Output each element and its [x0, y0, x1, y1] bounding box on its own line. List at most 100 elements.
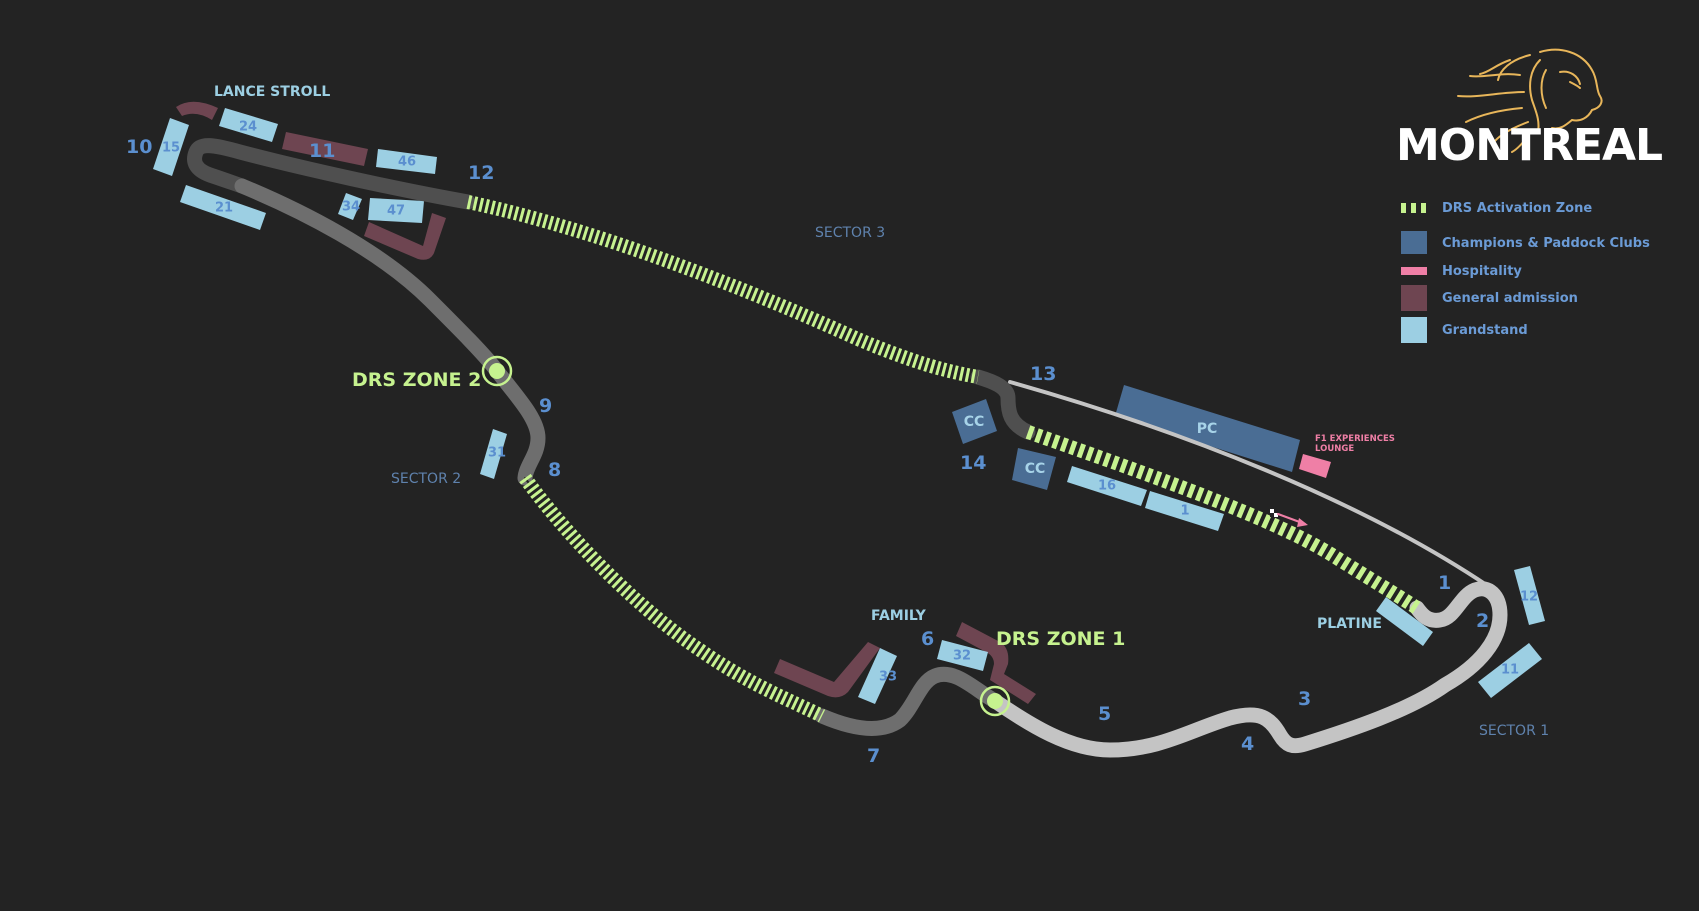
grandstand-15-label: 15 [162, 141, 180, 156]
turn-3: 3 [1298, 688, 1311, 710]
lance-stroll-label: LANCE STROLL [214, 84, 330, 100]
legend: DRS Activation Zone Champions & Paddock … [1401, 201, 1650, 343]
ga-area-drs1[interactable] [956, 622, 1036, 704]
grandstand-46[interactable]: 46 [376, 149, 437, 174]
grandstand-swatch-icon [1401, 317, 1427, 343]
turn-7: 7 [867, 745, 880, 767]
turn-13: 13 [1030, 363, 1056, 385]
drs-zone-t8-t7 [519, 473, 826, 723]
legend-item-general-admission: General admission [1401, 285, 1578, 311]
cc-a-label: CC [964, 414, 985, 430]
ga-area-47[interactable] [364, 213, 446, 260]
drs-zone-back-straight [466, 195, 980, 384]
legend-label-drs: DRS Activation Zone [1442, 201, 1592, 216]
pc-label: PC [1197, 421, 1218, 437]
drs-detection-1[interactable] [979, 685, 1011, 717]
f1-lounge-label-line1: F1 EXPERIENCES [1315, 434, 1395, 444]
grandstand-24-label: 24 [239, 120, 257, 135]
grandstand-47-label: 47 [387, 204, 405, 219]
lion-head-icon [1457, 48, 1603, 153]
clubs: CC CC PC [952, 385, 1300, 490]
grandstand-11-label: 11 [1501, 663, 1519, 678]
ga-area-lance-stroll[interactable] [176, 101, 218, 120]
turn-9: 9 [539, 395, 552, 417]
turn-numbers: 1 2 3 4 5 6 7 8 9 10 11 12 13 14 [126, 136, 1489, 767]
grandstand-21[interactable]: 21 [180, 185, 266, 230]
grandstand-46-label: 46 [398, 155, 416, 170]
turn-5: 5 [1098, 703, 1111, 725]
track-sector-3-hairpin [187, 138, 476, 210]
f1-lounge-label-line2: LOUNGE [1315, 444, 1354, 454]
grandstand-24[interactable]: 24 [219, 108, 278, 142]
race-track [187, 138, 1508, 758]
champions-club-b[interactable]: CC [1012, 448, 1056, 490]
drs-zone-1-label: DRS ZONE 1 [996, 628, 1125, 650]
grandstand-1-label: 1 [1180, 504, 1189, 519]
grandstand-21-label: 21 [215, 201, 233, 216]
grandstand-16[interactable]: 16 [1067, 466, 1147, 506]
grandstand-34[interactable]: 34 [338, 193, 362, 220]
sector-1-label: SECTOR 1 [1479, 723, 1549, 739]
hospitality-swatch-icon [1401, 267, 1427, 275]
cc-b-label: CC [1025, 461, 1046, 477]
grandstand-15[interactable]: 15 [153, 118, 189, 176]
grandstand-12[interactable]: 12 [1514, 566, 1545, 625]
turn-8: 8 [548, 459, 561, 481]
ga-area-11[interactable] [282, 132, 368, 166]
grandstand-12-label: 12 [1520, 590, 1538, 605]
turn-11: 11 [309, 140, 335, 162]
ga-area-family-left[interactable] [774, 642, 880, 698]
grandstand-32[interactable]: 32 [937, 640, 988, 671]
turn-10: 10 [126, 136, 152, 158]
legend-label-general-admission: General admission [1442, 291, 1578, 306]
legend-label-hospitality: Hospitality [1442, 264, 1522, 279]
grandstand-47[interactable]: 47 [368, 198, 424, 223]
drs-detection-2[interactable] [481, 355, 513, 387]
turn-2: 2 [1476, 610, 1489, 632]
drs-swatch-icon [1401, 203, 1426, 213]
grandstand-31[interactable]: 31 [480, 429, 507, 479]
general-admission-swatch-icon [1401, 285, 1427, 311]
start-finish-line [1270, 509, 1308, 527]
grandstand-31-label: 31 [488, 446, 506, 461]
sector-2-label: SECTOR 2 [391, 471, 461, 487]
legend-label-grandstand: Grandstand [1442, 323, 1528, 338]
drs-zone-2-label: DRS ZONE 2 [352, 369, 481, 391]
brand-title: MONTREAL [1396, 120, 1662, 171]
grandstand-33-label: 33 [879, 670, 897, 685]
turn-4: 4 [1241, 733, 1254, 755]
track-sector-2 [234, 178, 546, 486]
track-sector-3-t13 [970, 369, 1036, 440]
turn-6: 6 [921, 628, 934, 650]
turn-1: 1 [1438, 572, 1451, 594]
track-sector-1 [987, 581, 1508, 758]
grandstand-11[interactable]: 11 [1478, 643, 1542, 698]
drs-zone-main-straight [1025, 425, 1421, 614]
turn-14: 14 [960, 452, 986, 474]
paddock-club[interactable]: PC [1115, 385, 1300, 472]
grandstand-platine[interactable] [1376, 597, 1433, 646]
grandstand-34-label: 34 [342, 200, 360, 215]
f1-experiences-lounge[interactable] [1299, 454, 1331, 478]
turn-12: 12 [468, 162, 494, 184]
family-label: FAMILY [871, 608, 927, 624]
platine-label: PLATINE [1317, 616, 1382, 632]
legend-item-grandstand: Grandstand [1401, 317, 1528, 343]
legend-item-champions-paddock: Champions & Paddock Clubs [1401, 231, 1650, 254]
pit-lane [1008, 380, 1490, 588]
champions-paddock-swatch-icon [1401, 231, 1427, 254]
grandstands: 15 24 21 46 34 47 31 33 [153, 108, 1545, 704]
grandstand-1[interactable]: 1 [1145, 491, 1224, 531]
legend-label-champions-paddock: Champions & Paddock Clubs [1442, 236, 1650, 251]
grandstand-16-label: 16 [1098, 479, 1116, 494]
legend-item-hospitality: Hospitality [1401, 264, 1522, 279]
grandstand-32-label: 32 [953, 649, 971, 664]
direction-arrow-head [1297, 518, 1308, 527]
grandstand-33[interactable]: 33 [858, 648, 897, 704]
legend-item-drs: DRS Activation Zone [1401, 201, 1592, 216]
track-sector-2-t7 [814, 666, 1003, 737]
general-admission-areas [176, 101, 1036, 704]
champions-club-a[interactable]: CC [952, 399, 997, 444]
